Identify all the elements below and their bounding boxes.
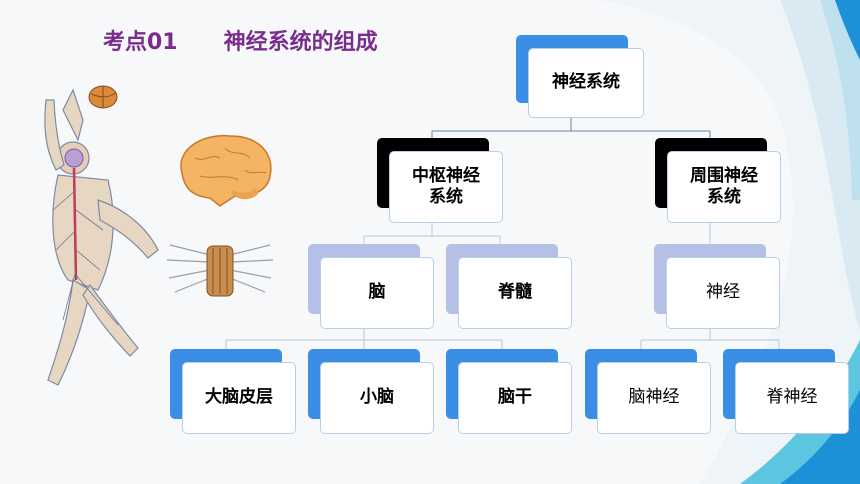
node-brain-label: 脑 [320, 257, 434, 329]
node-cerebral-cortex-label: 大脑皮层 [182, 362, 296, 434]
node-nervous-system-label: 神经系统 [528, 48, 644, 118]
node-nerves-label: 神经 [666, 257, 780, 329]
node-cerebellum-label: 小脑 [320, 362, 434, 434]
spinal-cord-icon [166, 244, 274, 297]
title-text: 神经系统的组成 [223, 30, 378, 55]
title-label: 考点01 [103, 30, 178, 55]
node-brainstem-label: 脑干 [458, 362, 572, 434]
node-cranial-nerves-label: 脑神经 [597, 362, 711, 434]
node-spinal-nerves-label: 脊神经 [735, 362, 849, 434]
slide-title: 考点01 神经系统的组成 [103, 24, 378, 56]
ball-icon [88, 85, 118, 109]
node-spinal-cord-label: 脊髓 [458, 257, 572, 329]
node-peripheral-line2: 系统 [707, 187, 741, 207]
brain-icon [180, 134, 272, 207]
human-nervous-system-figure-icon [44, 88, 159, 386]
node-peripheral-line1: 周围神经 [690, 165, 758, 186]
node-central-line2: 系统 [429, 187, 463, 207]
node-central-line1: 中枢神经 [412, 165, 480, 186]
